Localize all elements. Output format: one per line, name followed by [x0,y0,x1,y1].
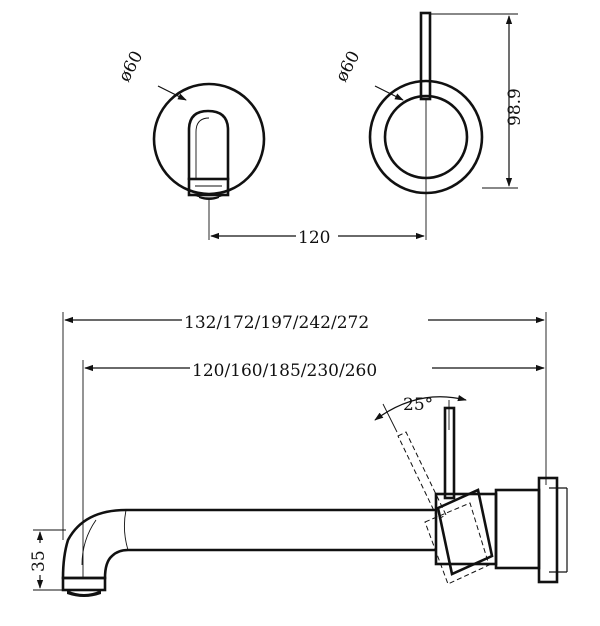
diameter-leader-right [374,85,404,101]
spout-wall-plate [152,82,266,196]
angle-arc [374,394,467,421]
diameter-label-left: ø60 [115,48,148,86]
mixer-wall-flange [537,476,559,584]
overall-length-label: 132/172/197/242/272 [184,313,369,333]
diameter-label-right: ø60 [332,48,365,86]
spout-aerator-side [61,576,107,592]
spacing-dimension: 120 [210,224,425,248]
mixer-cartridge-side [494,488,541,570]
spout-side-outline [61,508,436,580]
angle-label: 25° [403,395,433,415]
spout-height-label: 35 [29,550,49,572]
lever-upright [443,406,456,500]
mixer-front-view: 98.9 ø60 [332,11,525,240]
handle-hub [436,488,494,576]
spacing-label: 120 [298,228,330,248]
mixer-lever [419,11,432,101]
spout-aerator-front [187,177,230,197]
spout-length-label: 120/160/185/230/260 [192,361,377,381]
spout-front-outline [187,109,230,180]
spout-front-view: ø60 [115,48,266,240]
diameter-leader-left [157,85,187,101]
lever-rotated-phantom [397,431,447,520]
side-view: 132/172/197/242/272 120/160/185/230/260 … [26,307,568,597]
height-label: 98.9 [505,88,525,126]
